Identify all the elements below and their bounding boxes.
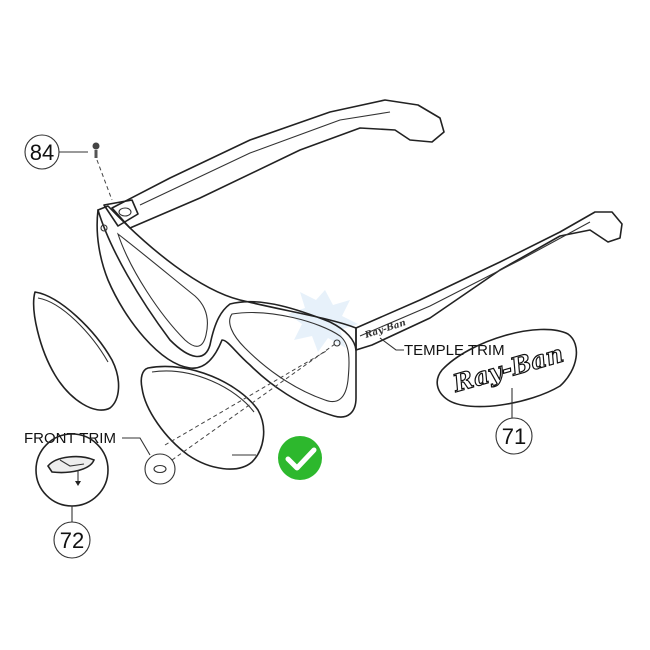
callout-84: 84 — [24, 134, 88, 170]
front-trim-label: FRONT TRIM — [24, 430, 151, 456]
callout-71: 71 — [495, 417, 533, 455]
lens-left — [32, 291, 120, 411]
front-trim-detail — [35, 433, 109, 522]
svg-text:FRONT TRIM: FRONT TRIM — [24, 430, 116, 447]
screw-part — [92, 142, 113, 201]
callout-72: 72 — [53, 521, 91, 559]
check-badge-icon — [278, 436, 322, 480]
svg-text:72: 72 — [60, 528, 84, 553]
temple-trim-label: TEMPLE TRIM — [379, 337, 505, 359]
lens-right — [140, 365, 265, 470]
svg-text:84: 84 — [30, 140, 54, 165]
svg-text:TEMPLE TRIM: TEMPLE TRIM — [404, 342, 505, 359]
watermark-icon — [288, 290, 358, 352]
front-trim-small-part — [144, 453, 176, 485]
svg-text:71: 71 — [502, 424, 526, 449]
